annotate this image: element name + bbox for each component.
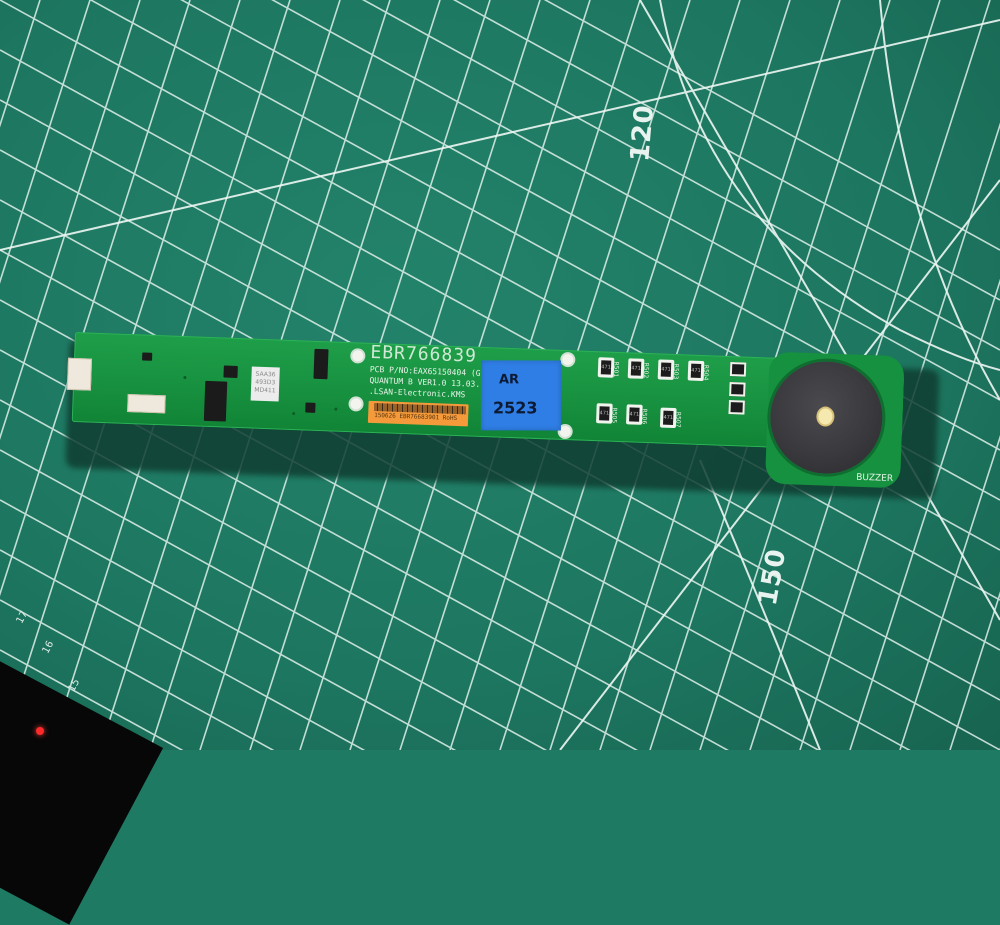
smd-pad bbox=[292, 412, 296, 416]
resistor-label-r502: R502 bbox=[642, 362, 650, 379]
mounting-hole bbox=[352, 350, 364, 362]
resistor-value: 471 bbox=[600, 360, 612, 375]
buzzer-center-pin bbox=[818, 408, 833, 425]
mat-number-120: 120 bbox=[625, 103, 661, 163]
resistor-value: 471 bbox=[630, 361, 642, 376]
ic-label-line-3: MD411 bbox=[254, 386, 276, 395]
transistor-q503 bbox=[729, 362, 747, 377]
soic-ic-right bbox=[313, 348, 329, 380]
resistor-label-r506: R506 bbox=[640, 408, 648, 425]
cable-connector bbox=[127, 393, 166, 414]
smd-transistor bbox=[305, 402, 316, 413]
soic-ic bbox=[203, 380, 228, 422]
blue-tape-note: AR 2523 bbox=[480, 360, 562, 431]
resistor-value: 471 bbox=[690, 363, 702, 378]
board-part-number: EBR766839 bbox=[370, 341, 478, 367]
transistor-q504 bbox=[728, 400, 745, 415]
resistor-label-r503: R503 bbox=[671, 363, 680, 380]
tape-note-line-2: 2523 bbox=[492, 398, 538, 418]
smd-ic-8pin bbox=[223, 365, 238, 378]
resistor-label-r504: R504 bbox=[701, 364, 710, 381]
buzzer-label: BUZZER bbox=[856, 472, 894, 485]
mounting-hole bbox=[559, 425, 571, 438]
resistor-value: 471 bbox=[629, 407, 640, 422]
board-maker: .LSAN-Electronic.KMS bbox=[368, 386, 466, 400]
tape-note-line-1: AR bbox=[498, 372, 520, 388]
resistor-value: 471 bbox=[663, 410, 674, 425]
resistor-label-r507: R507 bbox=[674, 411, 682, 428]
mounting-hole bbox=[562, 353, 574, 366]
resistor-label-r505: R505 bbox=[610, 407, 618, 424]
red-light-glint bbox=[36, 727, 44, 735]
left-connector bbox=[66, 357, 93, 391]
resistor-value: 471 bbox=[660, 362, 672, 377]
barcode-sticker: 150626 EBR76683901 RoHS bbox=[367, 400, 469, 427]
mounting-hole bbox=[350, 398, 362, 410]
smd-pad bbox=[334, 407, 338, 411]
transistor-q502 bbox=[729, 382, 746, 397]
smd-ic-small bbox=[142, 352, 153, 361]
qfp-ic-labeled: SAA36 493D3 MD411 bbox=[250, 366, 280, 402]
smd-pad bbox=[183, 376, 187, 380]
resistor-value: 471 bbox=[599, 406, 610, 421]
resistor-label-r501: R501 bbox=[612, 361, 620, 378]
